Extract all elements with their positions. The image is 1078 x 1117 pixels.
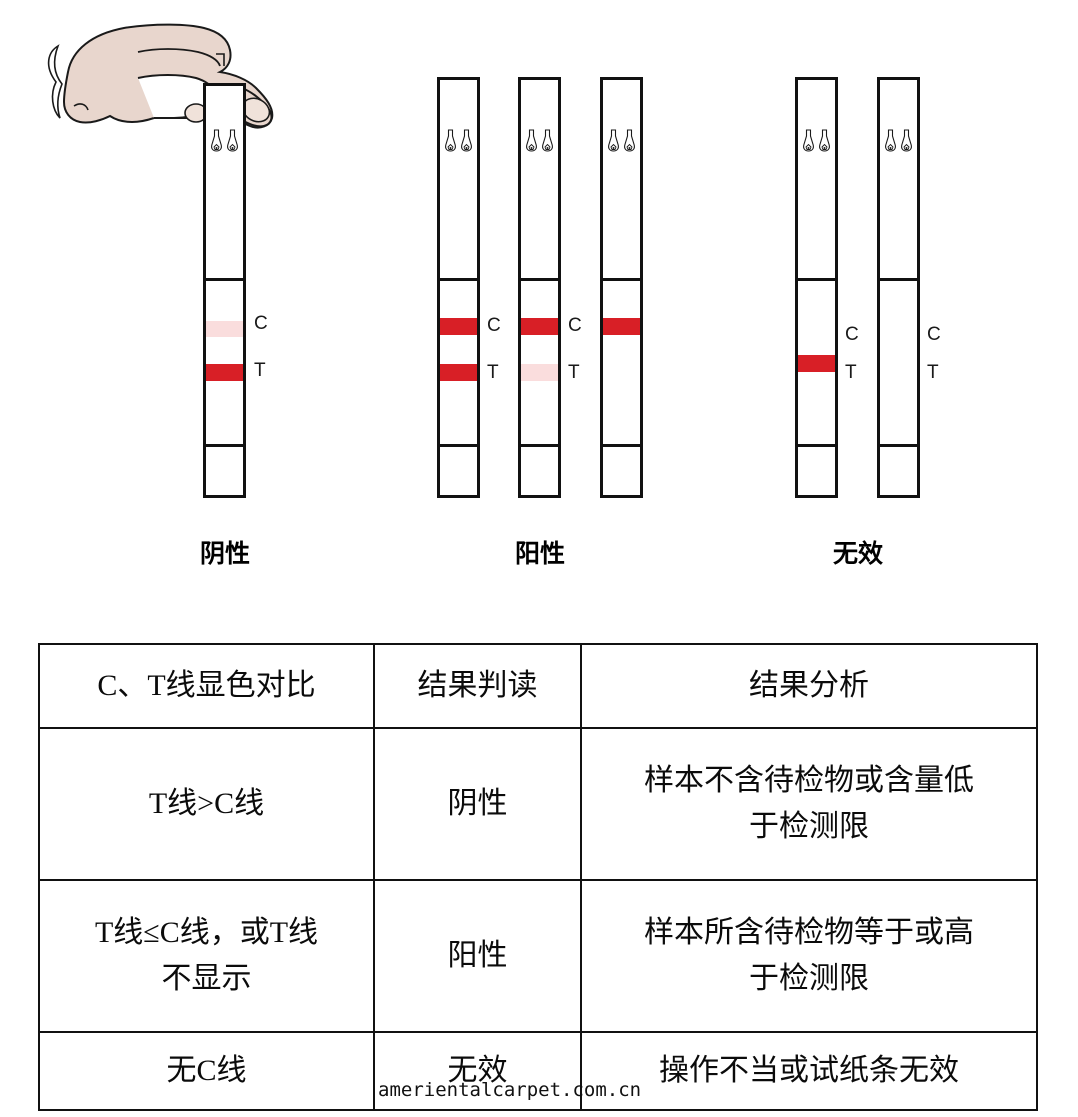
comparison-line-2: 不显示 (161, 962, 252, 995)
comparison-line-1: T线≤C线，或T线 (94, 915, 319, 949)
test-strip-illustration: C T 阴性 C T (47, 23, 941, 568)
cell-comparison-invalid: 无C线 (38, 1031, 375, 1111)
cell-result-positive: 阳性 (373, 879, 582, 1033)
analysis-line-1: 样本所含待检物等于或高 (644, 915, 974, 949)
test-line-label: T (487, 362, 499, 383)
strip-invalid-2 (877, 77, 920, 498)
header-cell-comparison: C、T线显色对比 (38, 643, 375, 729)
group-label-positive: 阳性 (514, 539, 565, 568)
result-interpretation-table: C、T线显色对比 结果判读 结果分析 T线>C线 阴性 样本不含待检物或含量低 … (38, 643, 1038, 1111)
strip-positive-2 (518, 77, 561, 498)
group-label-negative: 阴性 (199, 539, 250, 568)
test-line-label: T (568, 362, 580, 383)
strip-positive-3 (600, 77, 643, 498)
strip-divider-lower (206, 444, 243, 447)
strip-negative-1 (203, 83, 246, 498)
test-line-strong (206, 364, 243, 381)
sample-well-icons (521, 128, 558, 153)
strip-divider-lower (440, 444, 477, 447)
finger-crease-1 (137, 48, 221, 67)
control-line-label: C (568, 315, 582, 336)
strip-invalid-1 (795, 77, 838, 498)
flask-icon (803, 129, 814, 152)
sample-well-icons (798, 128, 835, 153)
group-label-invalid: 无效 (832, 539, 883, 568)
strip-divider-upper (206, 278, 243, 281)
test-line-strong (440, 364, 477, 381)
control-line-faint (206, 321, 243, 337)
sample-well-icons (440, 128, 477, 153)
hand-illustration (47, 23, 274, 129)
strip-divider-lower (521, 444, 558, 447)
flask-icon (526, 129, 537, 152)
test-line-strong (798, 355, 835, 372)
analysis-line-1: 样本不含待检物或含量低 (644, 763, 974, 797)
sample-well-icons (880, 128, 917, 153)
analysis-line-2: 于检测限 (749, 810, 869, 843)
cell-analysis-invalid: 操作不当或试纸条无效 (580, 1031, 1038, 1111)
strip-divider-upper (440, 278, 477, 281)
cell-analysis-negative: 样本不含待检物或含量低 于检测限 (580, 727, 1038, 881)
motion-arc-icon (47, 44, 63, 119)
flask-icon (445, 129, 456, 152)
control-line-strong (521, 318, 558, 335)
table-header-row: C、T线显色对比 结果判读 结果分析 (38, 643, 1038, 729)
finger-crease-2 (216, 53, 225, 66)
flask-icon (227, 129, 238, 152)
cell-result-negative: 阴性 (373, 727, 582, 881)
control-line-label: C (254, 313, 268, 334)
flask-icon (211, 129, 222, 152)
flask-icon (461, 129, 472, 152)
test-line-label: T (927, 362, 939, 383)
strip-divider-lower (880, 444, 917, 447)
cell-result-invalid: 无效 (373, 1031, 582, 1111)
cell-comparison-negative: T线>C线 (38, 727, 375, 881)
flask-icon (901, 129, 912, 152)
header-cell-result: 结果判读 (373, 643, 582, 729)
table-row: T线≤C线，或T线 不显示 阳性 样本所含待检物等于或高 于检测限 (38, 879, 1038, 1033)
table-row: 无C线 无效 操作不当或试纸条无效 (38, 1031, 1038, 1111)
sample-well-icons (206, 128, 243, 153)
cell-analysis-positive: 样本所含待检物等于或高 于检测限 (580, 879, 1038, 1033)
test-line-label: T (845, 362, 857, 383)
control-line-strong (603, 318, 640, 335)
watermark-text: amerientalcarpet.com.cn (378, 1079, 642, 1101)
test-line-label: T (254, 360, 266, 381)
flask-icon (624, 129, 635, 152)
test-line-faint (521, 364, 558, 381)
flask-icon (608, 129, 619, 152)
flask-icon (885, 129, 896, 152)
strip-divider-upper (521, 278, 558, 281)
analysis-line-2: 于检测限 (749, 962, 869, 995)
cell-comparison-positive: T线≤C线，或T线 不显示 (38, 879, 375, 1033)
control-line-label: C (927, 324, 941, 345)
flask-icon (542, 129, 553, 152)
control-line-label: C (487, 315, 501, 336)
flask-icon (819, 129, 830, 152)
strip-divider-lower (603, 444, 640, 447)
header-cell-analysis: 结果分析 (580, 643, 1038, 729)
wrist-crease (73, 103, 89, 111)
control-line-label: C (845, 324, 859, 345)
strip-divider-upper (798, 278, 835, 281)
table-row: T线>C线 阴性 样本不含待检物或含量低 于检测限 (38, 727, 1038, 881)
sample-well-icons (603, 128, 640, 153)
strip-divider-lower (798, 444, 835, 447)
strip-divider-upper (603, 278, 640, 281)
control-line-strong (440, 318, 477, 335)
strip-divider-upper (880, 278, 917, 281)
strip-positive-1 (437, 77, 480, 498)
